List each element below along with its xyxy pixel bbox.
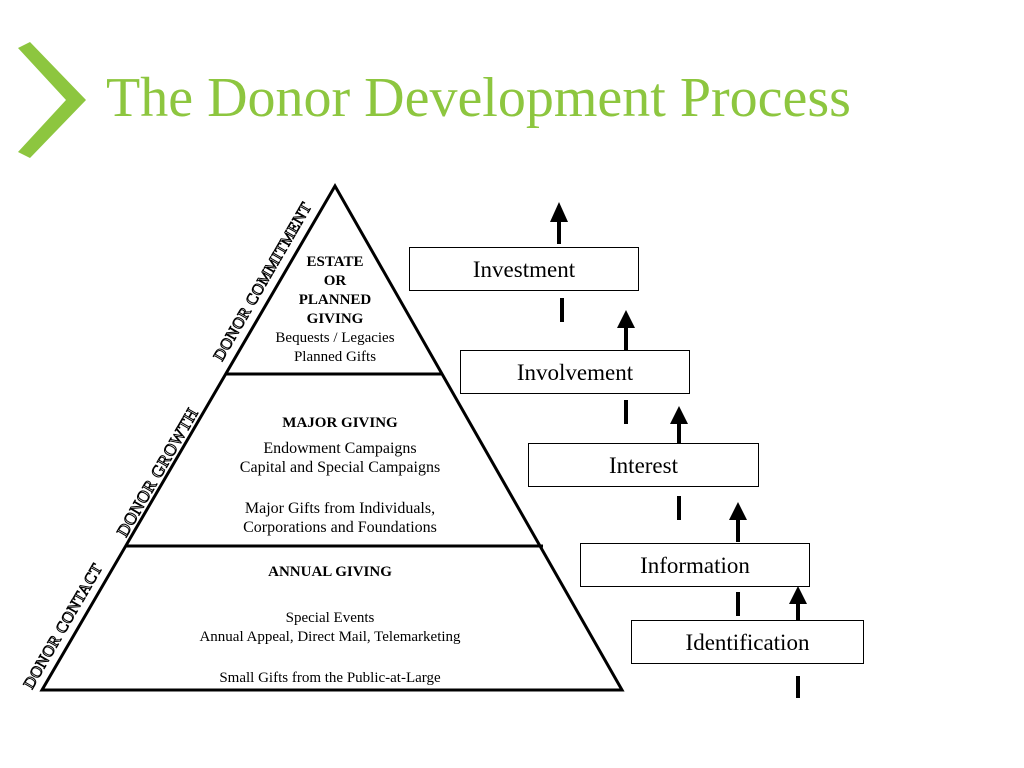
stage-identification: Identification bbox=[631, 620, 864, 664]
tier-annual-heading: ANNUAL GIVING bbox=[268, 564, 392, 580]
chevron-accent-icon bbox=[18, 42, 86, 158]
tier-estate-planned-giving: ESTATE OR PLANNED GIVING Bequests / Lega… bbox=[250, 253, 420, 367]
tier-estate-line-1: Bequests / Legacies bbox=[275, 330, 395, 346]
tier-major-giving: MAJOR GIVING Endowment Campaigns Capital… bbox=[170, 414, 510, 537]
tier-estate-heading-1: ESTATE bbox=[306, 254, 364, 270]
side-label-donor-contact: DONOR CONTACT bbox=[21, 561, 107, 692]
stage-interest: Interest bbox=[528, 443, 759, 487]
tier-annual-line-3: Small Gifts from the Public-at-Large bbox=[219, 670, 441, 686]
stage-involvement: Involvement bbox=[460, 350, 690, 394]
arrow-information bbox=[729, 502, 747, 616]
stair-arrows bbox=[550, 202, 807, 698]
tier-major-line-4: Corporations and Foundations bbox=[243, 519, 437, 536]
tier-estate-heading-2: OR bbox=[323, 273, 347, 289]
arrow-investment bbox=[550, 202, 568, 322]
arrow-interest bbox=[670, 406, 688, 520]
tier-annual-line-2: Annual Appeal, Direct Mail, Telemarketin… bbox=[199, 629, 461, 645]
tier-major-line-1: Endowment Campaigns bbox=[263, 440, 417, 457]
tier-estate-heading-3: PLANNED bbox=[298, 292, 372, 308]
stage-information: Information bbox=[580, 543, 810, 587]
tier-estate-line-2: Planned Gifts bbox=[293, 349, 377, 365]
tier-major-heading: MAJOR GIVING bbox=[282, 415, 398, 431]
pyramid-outline bbox=[39, 182, 625, 692]
page-title: The Donor Development Process bbox=[106, 67, 851, 129]
tier-major-line-2: Capital and Special Campaigns bbox=[239, 459, 441, 476]
stage-investment: Investment bbox=[409, 247, 639, 291]
tier-estate-heading-4: GIVING bbox=[306, 311, 364, 327]
tier-annual-giving: ANNUAL GIVING Special Events Annual Appe… bbox=[130, 563, 530, 688]
arrow-identification bbox=[789, 586, 807, 698]
arrow-involvement bbox=[617, 310, 635, 424]
tier-major-line-3: Major Gifts from Individuals, bbox=[244, 500, 436, 517]
tier-annual-line-1: Special Events bbox=[285, 610, 375, 626]
